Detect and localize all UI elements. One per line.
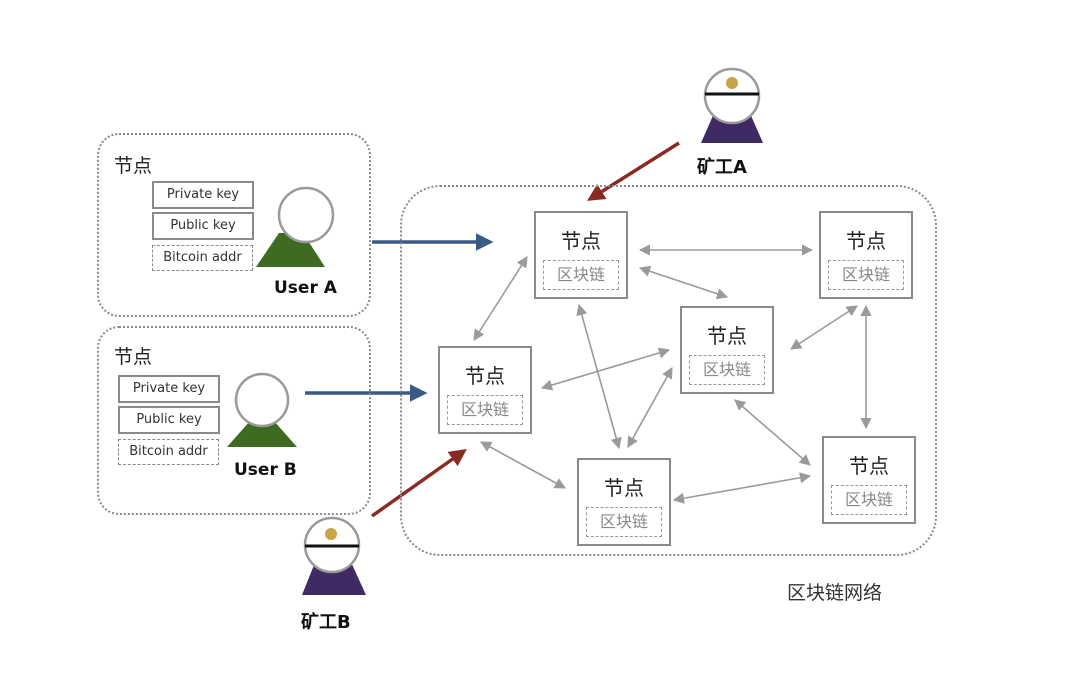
user-b-node-group [97, 326, 371, 515]
network-node: 节点 区块链 [438, 346, 532, 434]
link-n1-n3 [473, 256, 528, 341]
miner-a-arrow [587, 141, 680, 201]
miner-b-avatar [302, 516, 366, 595]
node-blockchain: 区块链 [586, 507, 662, 537]
user-b-label: User B [234, 460, 297, 480]
user-a-node-group [97, 133, 371, 317]
user-a-public-key: Public key [152, 212, 254, 240]
user-b-group-title: 节点 [114, 346, 153, 368]
user-b-public-key: Public key [118, 406, 220, 434]
link-n3-n5 [480, 441, 566, 489]
network-node: 节点 区块链 [577, 458, 671, 546]
node-blockchain: 区块链 [831, 485, 907, 515]
user-a-avatar [256, 186, 335, 267]
miner-a-avatar [701, 67, 763, 143]
node-blockchain: 区块链 [447, 395, 523, 425]
node-title: 节点 [465, 364, 505, 388]
network-node: 节点 区块链 [819, 211, 913, 299]
user-a-private-key: Private key [152, 181, 254, 209]
network-caption: 区块链网络 [787, 582, 883, 604]
miner-b-arrow [370, 448, 467, 518]
node-blockchain: 区块链 [543, 260, 619, 290]
node-title: 节点 [561, 229, 601, 253]
node-title: 节点 [707, 324, 747, 348]
node-blockchain: 区块链 [828, 260, 904, 290]
link-n4-n6 [734, 399, 811, 466]
network-node: 节点 区块链 [822, 436, 916, 524]
user-a-group-title: 节点 [114, 155, 153, 177]
user-b-private-key: Private key [118, 375, 220, 403]
link-n4-n5 [627, 367, 673, 448]
link-n3-n4 [540, 347, 671, 391]
node-blockchain: 区块链 [689, 355, 765, 385]
node-title: 节点 [846, 229, 886, 253]
blockchain-network-boundary [400, 185, 937, 556]
link-n5-n6 [672, 472, 812, 504]
link-n1-n4 [638, 265, 729, 300]
miner-b-label: 矿工B [301, 612, 351, 633]
user-b-avatar [227, 372, 297, 447]
network-node: 节点 区块链 [534, 211, 628, 299]
node-title: 节点 [849, 454, 889, 478]
link-n4-n2 [790, 305, 858, 350]
user-b-bitcoin-addr: Bitcoin addr [118, 439, 219, 465]
miner-a-label: 矿工A [697, 157, 747, 178]
network-node: 节点 区块链 [680, 306, 774, 394]
node-title: 节点 [604, 476, 644, 500]
user-a-label: User A [274, 278, 337, 298]
user-a-bitcoin-addr: Bitcoin addr [152, 245, 253, 271]
